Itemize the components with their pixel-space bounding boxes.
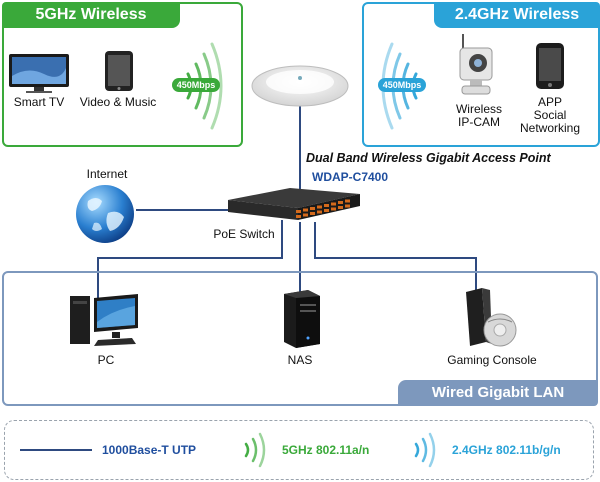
wireless-24ghz-title: 2.4GHz Wireless [434, 2, 600, 28]
product-model: WDAP-C7400 [312, 170, 389, 184]
smart-tv-icon [8, 54, 70, 94]
ip-camera-icon [456, 34, 496, 96]
gaming-cable [314, 222, 477, 292]
wired-lan-panel: Wired Gigabit LAN [2, 271, 598, 406]
ip-camera-label-line2: IP-CAM [458, 115, 500, 129]
smartphone-icon [535, 42, 565, 90]
app-social-label-line3: Networking [519, 121, 581, 135]
access-point-icon [250, 58, 350, 108]
pc-icon [68, 292, 142, 348]
tablet-icon [104, 50, 134, 92]
legend-24ghz-wave-icon [414, 432, 436, 468]
legend-utp-label: 1000Base-T UTP [102, 443, 197, 457]
pc-cable [97, 220, 283, 300]
legend-5ghz-label: 5GHz 802.11a/n [282, 443, 370, 457]
speed-badge-5ghz: 450Mbps [172, 78, 220, 92]
video-music-label: Video & Music [79, 95, 157, 109]
internet-label: Internet [86, 167, 128, 181]
wireless-5ghz-title: 5GHz Wireless [2, 2, 180, 28]
app-social-label: APP Social Networking [512, 96, 588, 135]
legend-utp-line [20, 449, 92, 451]
legend-box [4, 420, 594, 480]
speed-badge-24ghz: 450Mbps [378, 78, 426, 92]
nas-icon [278, 288, 322, 348]
globe-icon [74, 183, 136, 245]
wired-lan-title: Wired Gigabit LAN [398, 380, 598, 406]
smart-tv-label: Smart TV [13, 95, 65, 109]
app-social-label-line1: APP [537, 95, 562, 109]
ip-camera-label: Wireless IP-CAM [444, 103, 514, 129]
nas-label: NAS [287, 353, 313, 367]
gaming-console-icon [460, 286, 520, 348]
wireless-24ghz-panel: 2.4GHz Wireless [362, 2, 600, 147]
app-social-label-line2: Social [533, 108, 567, 122]
poe-switch-label: PoE Switch [213, 227, 275, 241]
product-description: Dual Band Wireless Gigabit Access Point [306, 151, 551, 165]
wireless-5ghz-panel: 5GHz Wireless [2, 2, 243, 147]
ip-camera-label-line1: Wireless [455, 102, 502, 116]
legend-5ghz-wave-icon [244, 432, 266, 468]
legend-24ghz-label: 2.4GHz 802.11b/g/n [452, 443, 561, 457]
pc-label: PC [97, 353, 115, 367]
poe-switch-icon [226, 186, 362, 226]
gaming-console-label: Gaming Console [447, 353, 537, 367]
